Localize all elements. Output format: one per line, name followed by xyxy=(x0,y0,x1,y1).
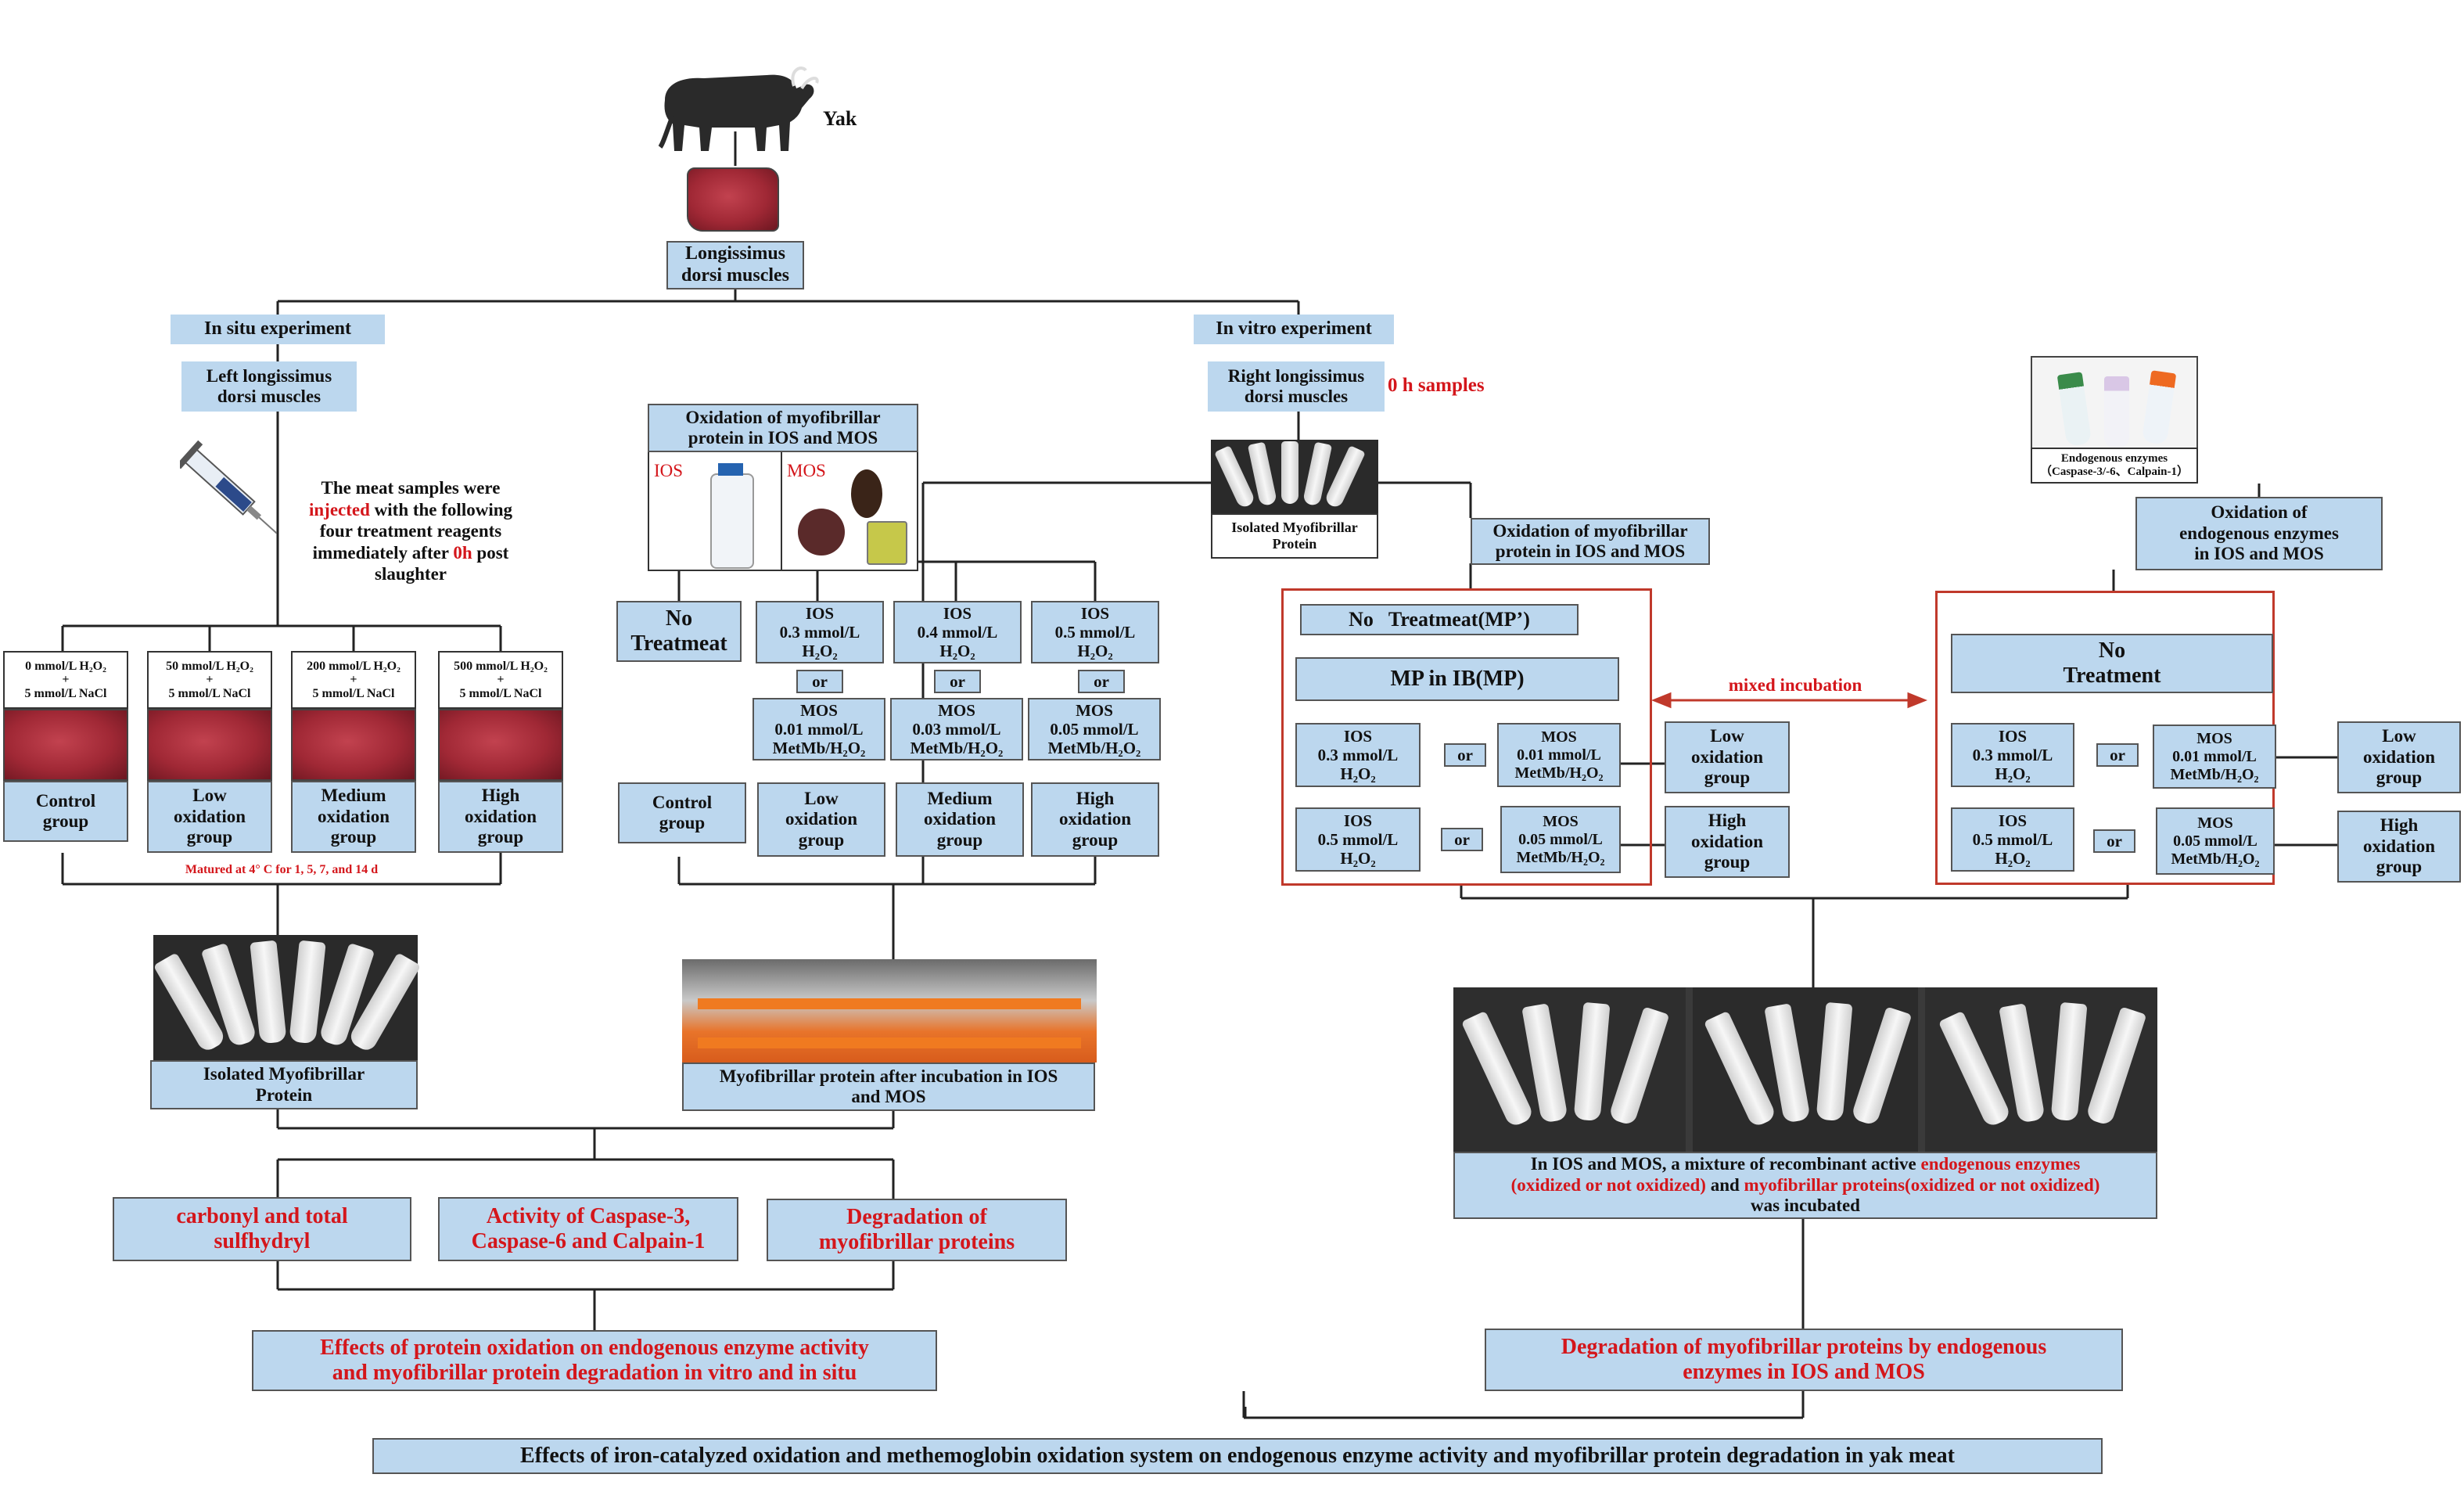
enzyme-tubes-photo xyxy=(2031,356,2198,458)
mid-group-low: Low oxidation group xyxy=(757,782,885,857)
mos-reagent-beaker xyxy=(798,509,845,556)
mid-group-control: Control group xyxy=(618,782,746,843)
in-vitro-header: In vitro experiment xyxy=(1194,315,1394,344)
low-oxidation-group-enzyme: Low oxidation group xyxy=(2337,721,2461,793)
isolated-mp-label-left: Isolated Myofibrillar Protein xyxy=(150,1060,418,1109)
ios-reagent-label: IOS xyxy=(654,461,684,480)
incubation-label: Myofibrillar protein after incubation in… xyxy=(682,1063,1095,1111)
final-conclusion-box: Effects of iron-catalyzed oxidation and … xyxy=(372,1438,2103,1474)
in-situ-header: In situ experiment xyxy=(171,315,385,344)
treatment-reagent-2: 200 mmol/L H₂O₂ + 5 mmol/L NaCl xyxy=(291,651,416,709)
yak-label: Yak xyxy=(823,107,857,130)
or-high-enzyme-box: or xyxy=(2093,829,2135,853)
ios-high-enzyme-box: IOS 0.5 mmol/L H₂O₂ xyxy=(1951,807,2074,872)
mixture-description: In IOS and MOS, a mixture of recombinant… xyxy=(1453,1152,2157,1219)
group-high: High oxidation group xyxy=(438,781,563,853)
group-low: Low oxidation group xyxy=(147,781,272,853)
mid-group-high: High oxidation group xyxy=(1031,782,1159,857)
high-oxidation-group-mp: High oxidation group xyxy=(1665,806,1790,878)
no-treatmeat-box: No Treatmeat xyxy=(616,601,742,662)
matured-note: Matured at 4° C for 1, 5, 7, and 14 d xyxy=(185,863,379,876)
zero-h-samples-label: 0 h samples xyxy=(1388,375,1485,396)
ios-low-box: IOS 0.3 mmol/L H₂O₂ xyxy=(1295,723,1421,787)
treatment-reagent-0: 0 mmol/L H₂O₂ + 5 mmol/L NaCl xyxy=(3,651,128,709)
measure-degradation: Degradation of myofibrillar proteins xyxy=(767,1199,1067,1261)
oxidation-title-mid: Oxidation of myofibrillar protein in IOS… xyxy=(648,404,918,452)
mos-reagent-sample xyxy=(851,469,882,518)
no-treatmeat-mp-box: No Treatmeat(MP’) xyxy=(1300,604,1579,635)
ios-box-1: IOS 0.4 mmol/L H₂O₂ xyxy=(893,601,1022,663)
oxidation-enzymes-box: Oxidation of endogenous enzymes in IOS a… xyxy=(2135,497,2383,570)
or-high-box: or xyxy=(1441,828,1483,851)
ios-bottle-cap xyxy=(718,463,743,476)
or-box-1: or xyxy=(934,670,981,693)
mp-in-ib-box: MP in IB(MP) xyxy=(1295,657,1619,701)
group-control: Control group xyxy=(3,781,128,842)
yak-icon xyxy=(658,67,819,151)
mos-low-enzyme-box: MOS 0.01 mmol/L MetMb/H₂O₂ xyxy=(2153,725,2276,789)
meat-sample-medium xyxy=(291,709,416,781)
mixed-incubation-label: mixed incubation xyxy=(1728,675,1862,695)
treatment-reagent-3: 500 mmol/L H₂O₂ + 5 mmol/L NaCl xyxy=(438,651,563,709)
incubation-rack-photo xyxy=(682,959,1097,1063)
longissimus-meat-image xyxy=(687,167,779,232)
mp-treatment-panel xyxy=(1281,588,1652,886)
or-low-enzyme-box: or xyxy=(2096,743,2139,767)
group-medium: Medium oxidation group xyxy=(291,781,416,853)
effects-right-box: Degradation of myofibrillar proteins by … xyxy=(1485,1329,2123,1391)
or-box-2: or xyxy=(1078,670,1125,693)
mos-box-0: MOS 0.01 mmol/L MetMb/H₂O₂ xyxy=(752,698,885,760)
isolated-mp-label-right: Isolated Myofibrillar Protein xyxy=(1211,513,1378,559)
ios-box-0: IOS 0.3 mmol/L H₂O₂ xyxy=(756,601,884,663)
mixture-tubes-photo xyxy=(1453,987,2157,1152)
mos-box-1: MOS 0.03 mmol/L MetMb/H₂O₂ xyxy=(890,698,1023,760)
mos-reagent-label: MOS xyxy=(787,461,826,480)
isolated-mp-photo-left xyxy=(153,935,422,1060)
ios-reagent-bottle xyxy=(710,473,754,569)
meat-sample-high xyxy=(438,709,563,781)
measure-carbonyl: carbonyl and total sulfhydryl xyxy=(113,1197,411,1261)
or-box-0: or xyxy=(796,670,843,693)
mos-high-enzyme-box: MOS 0.05 mmol/L MetMb/H₂O₂ xyxy=(2156,807,2275,875)
mos-high-box: MOS 0.05 mmol/L MetMb/H₂O₂ xyxy=(1500,806,1621,873)
right-longissimus-box: Right longissimus dorsi muscles xyxy=(1208,361,1385,412)
endogenous-enzymes-label: Endogenous enzymes （Caspase-3/-6、Calpain… xyxy=(2031,448,2198,484)
effects-left-box: Effects of protein oxidation on endogeno… xyxy=(252,1330,937,1391)
left-longissimus-box: Left longissimus dorsi muscles xyxy=(181,361,357,412)
mid-group-medium: Medium oxidation group xyxy=(896,782,1024,857)
mos-low-box: MOS 0.01 mmol/L MetMb/H₂O₂ xyxy=(1497,723,1621,787)
low-oxidation-group-mp: Low oxidation group xyxy=(1665,721,1790,793)
meat-sample-low xyxy=(147,709,272,781)
ios-high-box: IOS 0.5 mmol/L H₂O₂ xyxy=(1295,807,1421,872)
injection-note: The meat samples were injected with the … xyxy=(308,478,512,584)
mos-reagent-flask xyxy=(867,521,907,565)
treatment-reagent-1: 50 mmol/L H₂O₂ + 5 mmol/L NaCl xyxy=(147,651,272,709)
syringe-icon xyxy=(180,440,278,534)
meat-sample-control xyxy=(3,709,128,781)
oxidation-label-right: Oxidation of myofibrillar protein in IOS… xyxy=(1471,518,1710,565)
isolated-mp-photo-right xyxy=(1211,440,1378,513)
ios-low-enzyme-box: IOS 0.3 mmol/L H₂O₂ xyxy=(1951,723,2074,787)
no-treatment-enzyme-box: No Treatment xyxy=(1951,634,2273,693)
divider-line xyxy=(781,452,782,571)
measure-caspase-activity: Activity of Caspase-3, Caspase-6 and Cal… xyxy=(438,1197,738,1261)
high-oxidation-group-enzyme: High oxidation group xyxy=(2337,811,2461,883)
longissimus-dorsi-box: Longissimus dorsi muscles xyxy=(666,241,804,289)
or-low-box: or xyxy=(1444,743,1486,767)
ios-box-2: IOS 0.5 mmol/L H₂O₂ xyxy=(1031,601,1159,663)
mos-box-2: MOS 0.05 mmol/L MetMb/H₂O₂ xyxy=(1028,698,1161,760)
